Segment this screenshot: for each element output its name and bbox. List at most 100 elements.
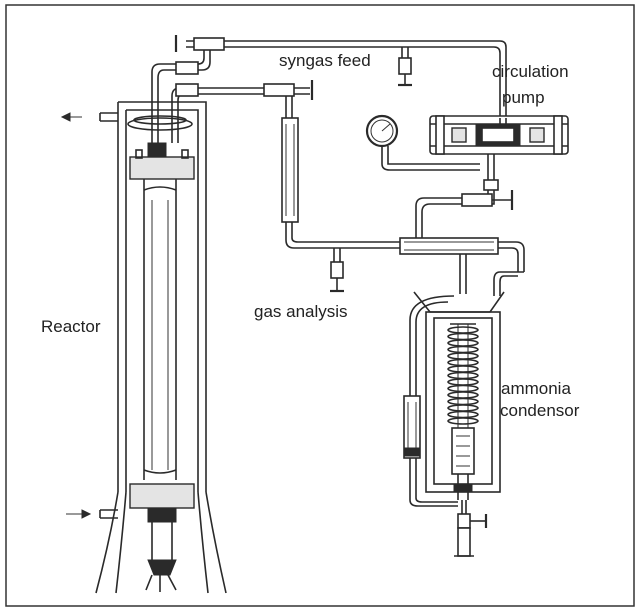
valve-body-mid <box>263 83 295 97</box>
bottom-feedthrough <box>151 522 173 560</box>
label-pump: pump <box>502 88 545 107</box>
tube-bottom-curve <box>143 469 177 474</box>
coil-ring <box>447 358 479 367</box>
coil-ring <box>447 417 479 425</box>
coil-ring <box>447 410 479 419</box>
pressure-gauge <box>365 114 480 171</box>
top-bolt-left <box>135 149 143 159</box>
condenser-funnel <box>413 291 505 313</box>
reservoir-lines <box>456 435 470 467</box>
column-inner <box>285 124 295 216</box>
label-reactor: Reactor <box>41 317 101 336</box>
tube-top-curve <box>143 186 177 191</box>
top-flange <box>129 156 195 180</box>
coil-ring <box>447 345 479 354</box>
bottom-connector <box>147 559 177 576</box>
pipe-exchanger-right <box>498 241 525 272</box>
label-syngas-feed: syngas feed <box>279 51 371 70</box>
heat-exchanger <box>399 237 499 255</box>
flowmeter-inner <box>407 402 417 452</box>
top-bolt-right <box>181 149 189 159</box>
pump-center-inner <box>481 127 515 143</box>
pump-end-right <box>553 115 563 155</box>
pipe-analysis-drop <box>333 248 341 262</box>
pipe-syngas-drop <box>401 47 409 58</box>
top-nut <box>147 142 167 158</box>
label-gas-analysis: gas analysis <box>254 302 348 321</box>
outer-frame <box>5 4 635 607</box>
coil-ring <box>447 352 479 360</box>
pump-outlet <box>487 154 495 182</box>
analysis-valve-body <box>330 261 344 279</box>
drain-valve-body <box>457 513 471 529</box>
coil-ring <box>447 378 479 386</box>
label-ammonia: ammonia <box>501 379 571 398</box>
pump-piston-right <box>529 127 545 143</box>
drain-tube <box>457 527 471 557</box>
arrow-in-icon <box>81 509 92 519</box>
arrow-out-icon <box>60 112 71 122</box>
pump-inlet <box>499 118 507 124</box>
bottom-wires <box>145 574 177 592</box>
condenser-coil <box>447 324 479 428</box>
pipe-column-bottom <box>285 222 400 249</box>
circulation-pump <box>429 115 569 191</box>
bottom-flange <box>129 483 195 509</box>
pipe-exchanger-down <box>459 254 467 294</box>
reactor-inner-right <box>126 109 199 492</box>
fitting-2 <box>175 83 199 97</box>
reactor <box>60 101 227 594</box>
coil-core <box>457 324 469 428</box>
pump-outlet-fitting <box>483 179 499 191</box>
pipe-column-top <box>285 96 293 118</box>
pipe-to-condenser-right <box>493 271 524 296</box>
pipe-top-2 <box>186 46 501 118</box>
return-line-left <box>409 295 455 396</box>
reactor-base-right <box>205 491 227 594</box>
gauge-pipe <box>381 146 480 171</box>
top-coil <box>127 117 193 131</box>
ammonia-condenser <box>403 291 505 557</box>
coil-ring <box>447 404 479 412</box>
inner-tube-core <box>151 200 169 470</box>
syngas-valve-body <box>398 57 412 75</box>
fitting-1 <box>175 61 199 75</box>
reactor-base-inner-left <box>115 491 127 594</box>
valve-body-lower <box>461 193 493 207</box>
coil-ring <box>447 339 479 347</box>
top-port <box>99 112 118 122</box>
valve-body-top <box>193 37 225 51</box>
coil-ring <box>447 397 479 406</box>
label-circulation: circulation <box>492 62 569 81</box>
coil-ring <box>447 332 479 341</box>
condenser-reservoir <box>451 427 475 475</box>
coil-ring <box>447 326 479 334</box>
label-condensor: condensor <box>500 401 580 420</box>
piping <box>151 35 507 293</box>
column <box>281 117 299 223</box>
bottom-nut <box>147 507 177 523</box>
pump-piston-left <box>451 127 467 143</box>
coil-ring <box>447 391 479 399</box>
reactor-base-inner-right <box>197 491 209 594</box>
top-coil-inner <box>133 115 187 125</box>
lower-piping <box>399 190 525 296</box>
drain-pipe <box>461 500 467 514</box>
return-line-bottom <box>409 458 458 507</box>
coil-ring <box>447 371 479 380</box>
pipe-pump-to-exchanger <box>415 190 495 238</box>
coil-ring <box>447 384 479 393</box>
reactor-vessel-right <box>118 101 207 492</box>
coil-ring <box>447 365 479 373</box>
heat-exchanger-inner <box>404 241 494 251</box>
inner-tube <box>143 179 177 480</box>
pump-end-left <box>435 115 445 155</box>
pipe-top <box>186 40 507 118</box>
gauge-inner <box>370 119 394 143</box>
gauge-needle <box>381 123 391 132</box>
reactor-base-left <box>95 491 119 594</box>
flowmeter-float <box>404 447 420 457</box>
condenser-outlet-nut <box>453 483 473 493</box>
